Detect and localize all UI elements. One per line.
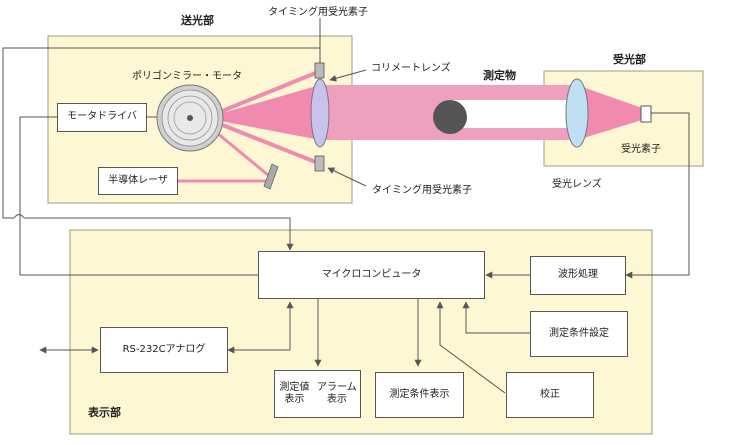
scan-beam-fan (205, 85, 320, 140)
wire-calib-mc (436, 301, 506, 394)
polygon-mirror-icon (156, 84, 224, 152)
transmitter-section-title: 送光部 (181, 14, 214, 27)
scan-ray-top (204, 70, 319, 120)
waveform-processing-box: 波形処理 (530, 256, 626, 295)
timing-element-bottom-label: タイミング用受光素子 (372, 185, 472, 196)
timing-element-top-label: タイミング用受光素子 (268, 7, 368, 18)
wire-timing-loop (2, 47, 320, 219)
measured-object-label: 測定物 (483, 69, 516, 82)
calibration-box: 校正 (506, 372, 594, 418)
collimator-label: コリメートレンズ (371, 63, 451, 74)
measured-object-icon (433, 100, 467, 134)
receiver-element-label: 受光素子 (621, 144, 661, 155)
timing-element-top-icon (314, 62, 325, 79)
value-display-label: 測定値表示 (279, 381, 310, 406)
wire-rs232-mc (227, 301, 294, 354)
rs232c-label: RS-232C (122, 343, 166, 355)
value-display-box: 測定値表示 アラーム表示 (274, 370, 361, 418)
polygon-motor-label: ポリゴンミラー・モータ (132, 71, 242, 82)
display-section-title: 表示部 (88, 406, 121, 419)
callout-collimator (329, 69, 367, 82)
rs232c-analog-box: RS-232C アナログ (100, 327, 228, 373)
motor-driver-box: モータドライバ (57, 103, 147, 132)
wire-driver-loop (19, 116, 258, 276)
converging-beam (577, 85, 642, 140)
condition-setting-box: 測定条件設定 (530, 311, 628, 357)
timing-element-bottom-icon (314, 155, 325, 172)
scan-ray-bottom (204, 116, 319, 165)
fold-mirror-icon (263, 163, 279, 190)
collimator-lens-icon (310, 78, 330, 148)
callout-timing-bottom (327, 167, 367, 187)
beam-shadow (450, 100, 577, 128)
condition-display-box: 測定条件表示 (375, 372, 464, 418)
receiver-section-title: 受光部 (613, 53, 646, 66)
receiver-lens-label: 受光レンズ (552, 179, 602, 190)
receiver-element-icon (640, 105, 652, 123)
wire-receiver-waveform (625, 112, 690, 279)
analog-label: アナログ (165, 343, 206, 355)
microcomputer-box: マイクロコンピュータ (258, 251, 485, 299)
alarm-display-label: アラーム表示 (317, 381, 357, 406)
receiver-lens-icon (565, 78, 589, 148)
semiconductor-laser-box: 半導体レーザ (98, 167, 178, 195)
wire-timing-to-mc (24, 217, 294, 251)
wire-condset-mc (462, 301, 530, 334)
wire-hop (13, 214, 25, 219)
